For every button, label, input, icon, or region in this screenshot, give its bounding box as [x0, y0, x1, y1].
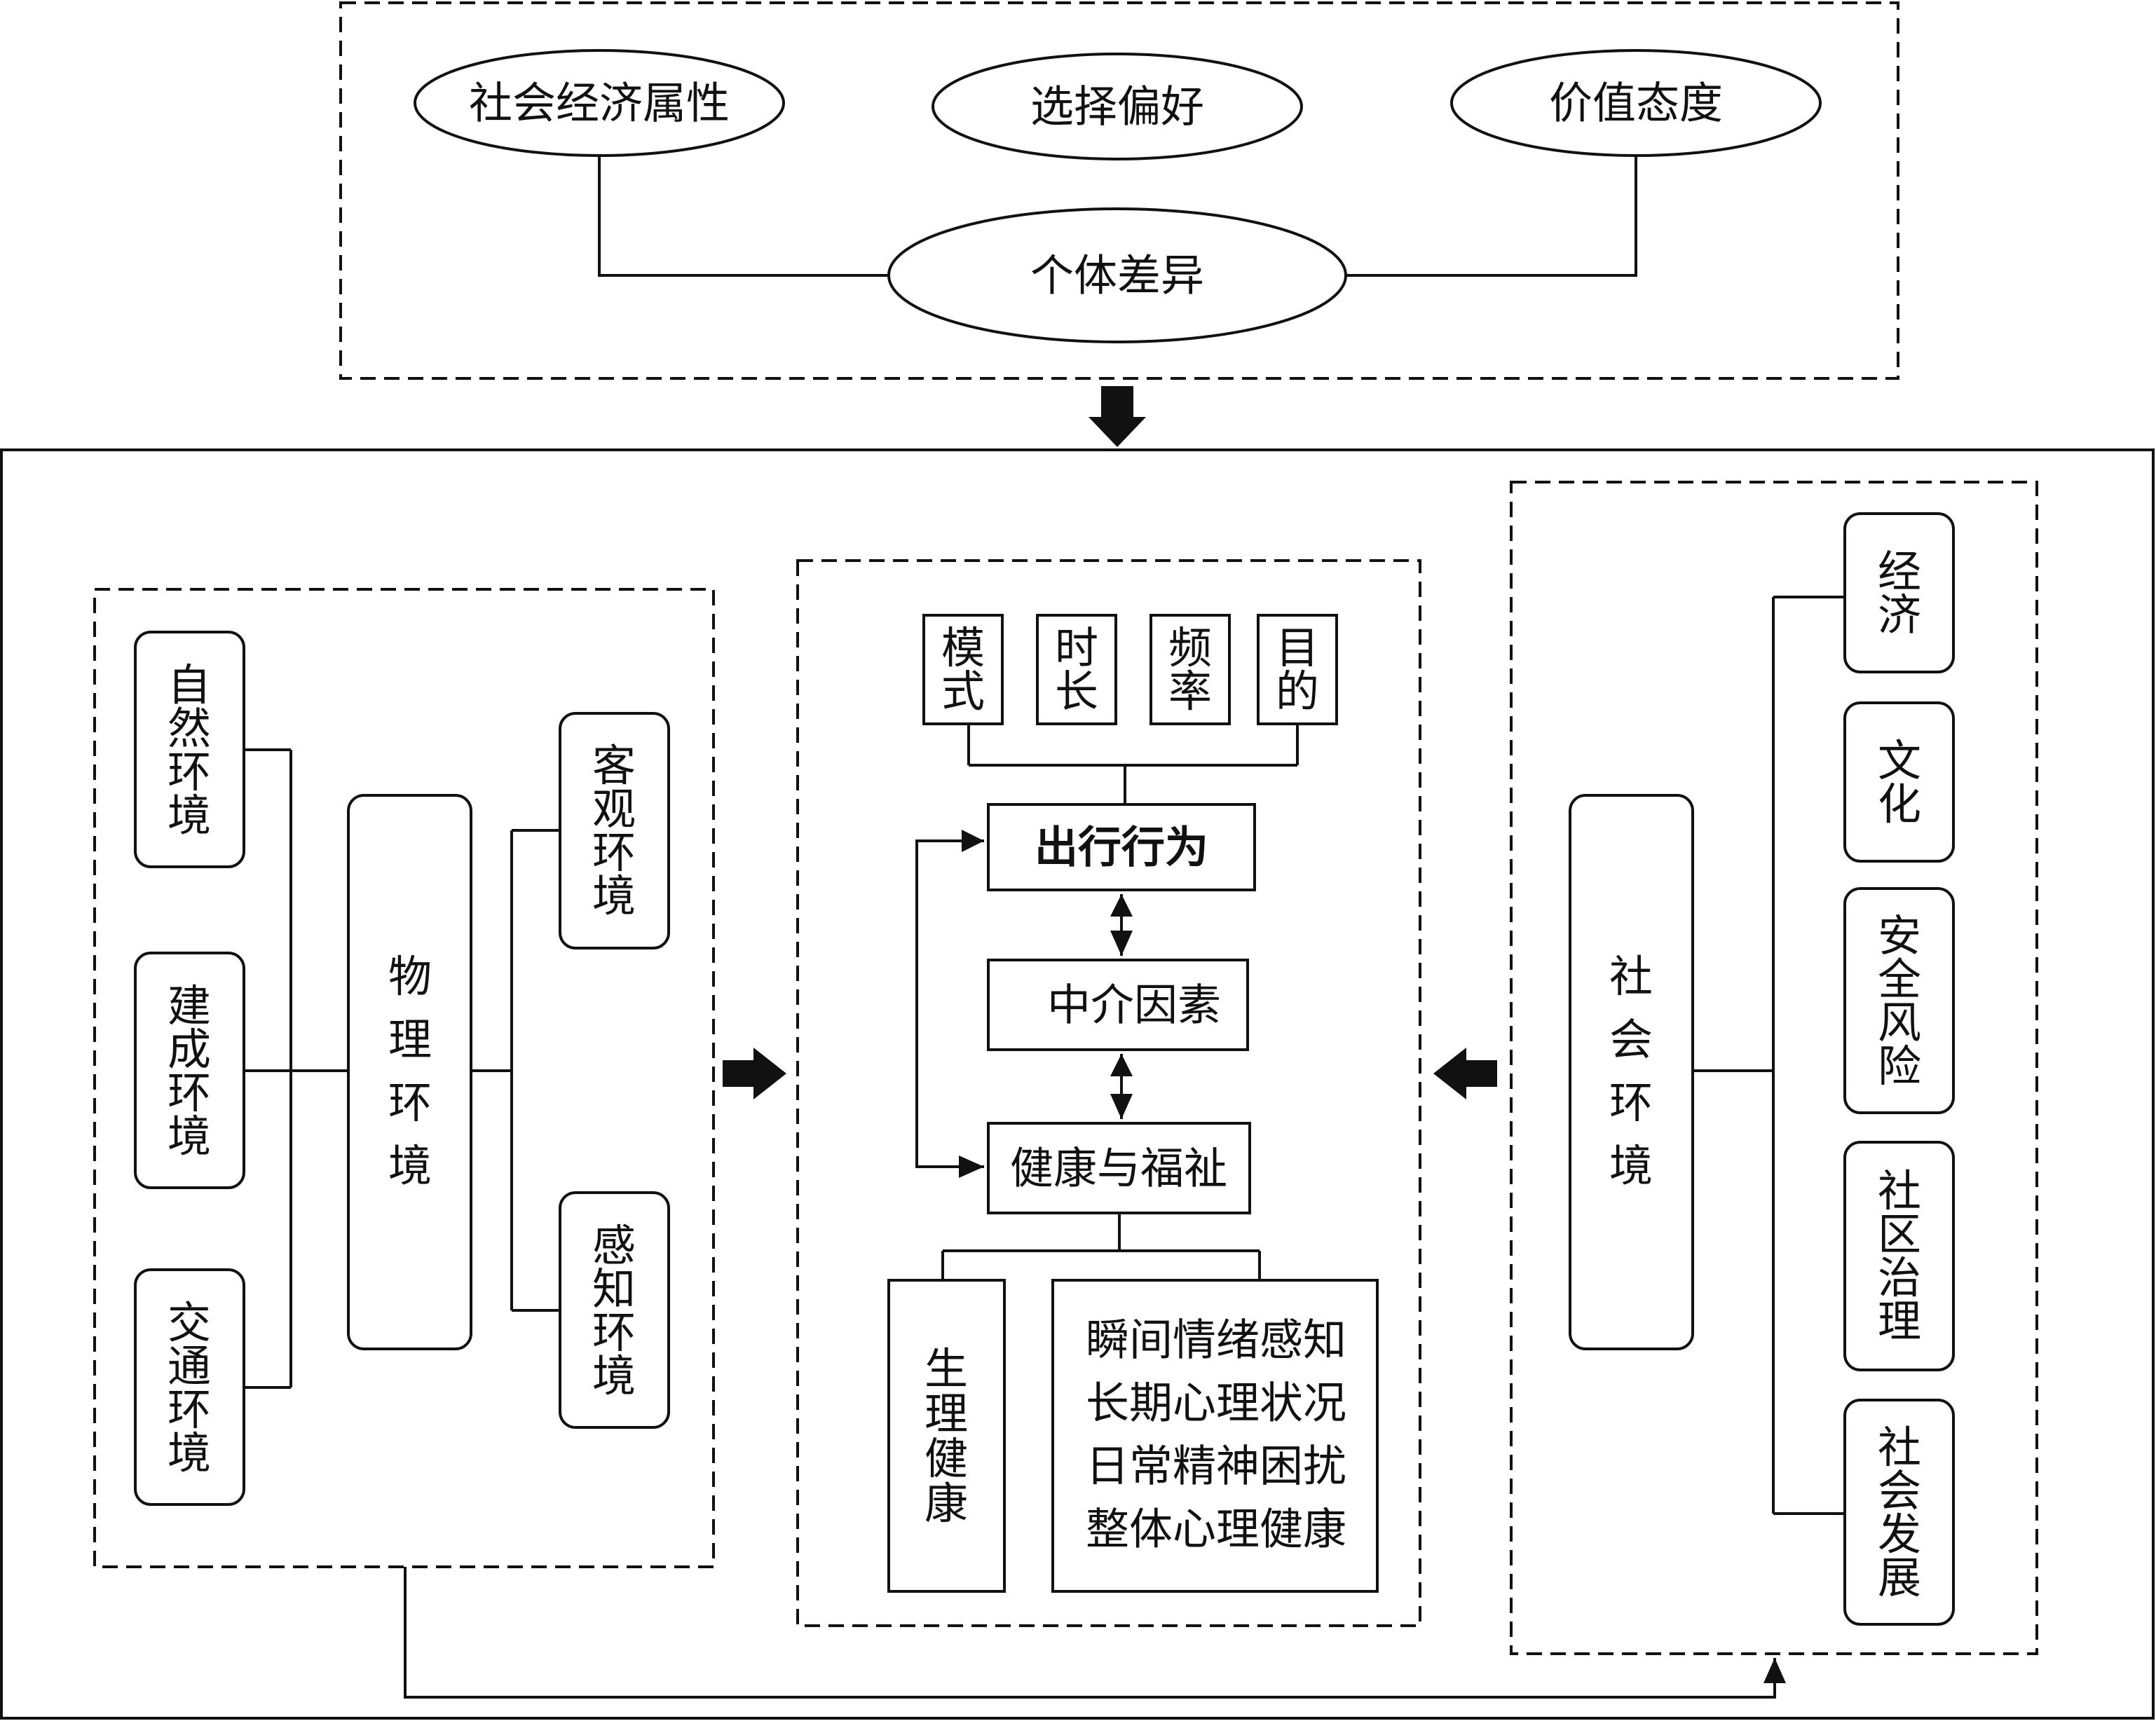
social-item-box-2 [1843, 701, 1955, 863]
social-item-label-5: 社会发展 [1878, 1422, 1921, 1603]
attr-ellipse-2 [932, 53, 1303, 160]
attr-label-1: 社会经济属性 [469, 78, 730, 129]
social-item-label-1: 经济 [1878, 546, 1921, 640]
attr-label-3: 价值态度 [1549, 78, 1723, 129]
physical-panel [93, 588, 715, 1568]
mediator-box [987, 959, 1249, 1051]
block-arrow-down [1089, 386, 1146, 447]
physical-center-label: 物理环境 [388, 951, 432, 1191]
behavior-label: 出行行为 [1035, 822, 1208, 873]
physical-source-label-1: 自然环境 [168, 659, 211, 841]
outer-frame [0, 448, 2155, 1720]
social-center-box [1569, 794, 1694, 1350]
physical-source-label-3: 交通环境 [168, 1297, 211, 1479]
behavior-box [987, 803, 1256, 891]
dim-box-2 [1036, 614, 1117, 725]
social-item-label-3: 安全风险 [1878, 910, 1921, 1092]
physical-center-box [347, 794, 472, 1350]
physical-source-label-2: 建成环境 [168, 980, 211, 1162]
physical-health-box [887, 1279, 1006, 1593]
attr-label-2: 选择偏好 [1030, 81, 1204, 132]
mental-item-2: 长期心理状况 [1086, 1378, 1346, 1429]
arrow-feedback-loop [915, 830, 984, 1178]
dim-box-1 [922, 614, 1004, 725]
block-arrow-right [723, 1048, 786, 1099]
individual-panel [339, 1, 1899, 380]
dim-box-3 [1149, 614, 1231, 725]
travel-panel [796, 559, 1421, 1627]
dim-label-3: 频率 [1168, 622, 1212, 717]
social-center-label: 社会环境 [1609, 951, 1653, 1191]
social-item-box-1 [1843, 512, 1955, 673]
individual-center-label: 个体差异 [1030, 250, 1204, 301]
physical-type-label-2: 感知环境 [592, 1220, 636, 1401]
health-label: 健康与福祉 [1010, 1143, 1227, 1194]
connector-left [598, 156, 889, 277]
mental-health-box [1051, 1279, 1379, 1593]
mediator-label: 中介因素 [1047, 980, 1221, 1031]
social-item-label-2: 文化 [1878, 735, 1921, 830]
mental-item-1: 瞬间情绪感知 [1086, 1315, 1346, 1366]
physical-health-label: 生理健康 [925, 1343, 968, 1529]
physical-type-label-1: 客观环境 [592, 740, 636, 921]
mental-item-4: 整体心理健康 [1086, 1504, 1346, 1555]
block-arrow-left [1433, 1048, 1497, 1099]
mental-item-3: 日常精神困扰 [1086, 1441, 1346, 1492]
dim-label-4: 目的 [1276, 622, 1319, 717]
social-item-box-3 [1843, 887, 1955, 1114]
arrow-physical-to-social [404, 1567, 1786, 1699]
dim-label-1: 模式 [941, 622, 985, 717]
social-item-box-4 [1843, 1141, 1955, 1371]
social-panel [1510, 481, 2038, 1655]
social-item-label-4: 社区治理 [1878, 1165, 1921, 1347]
dim-label-2: 时长 [1055, 622, 1098, 717]
connector-right [1346, 156, 1637, 277]
